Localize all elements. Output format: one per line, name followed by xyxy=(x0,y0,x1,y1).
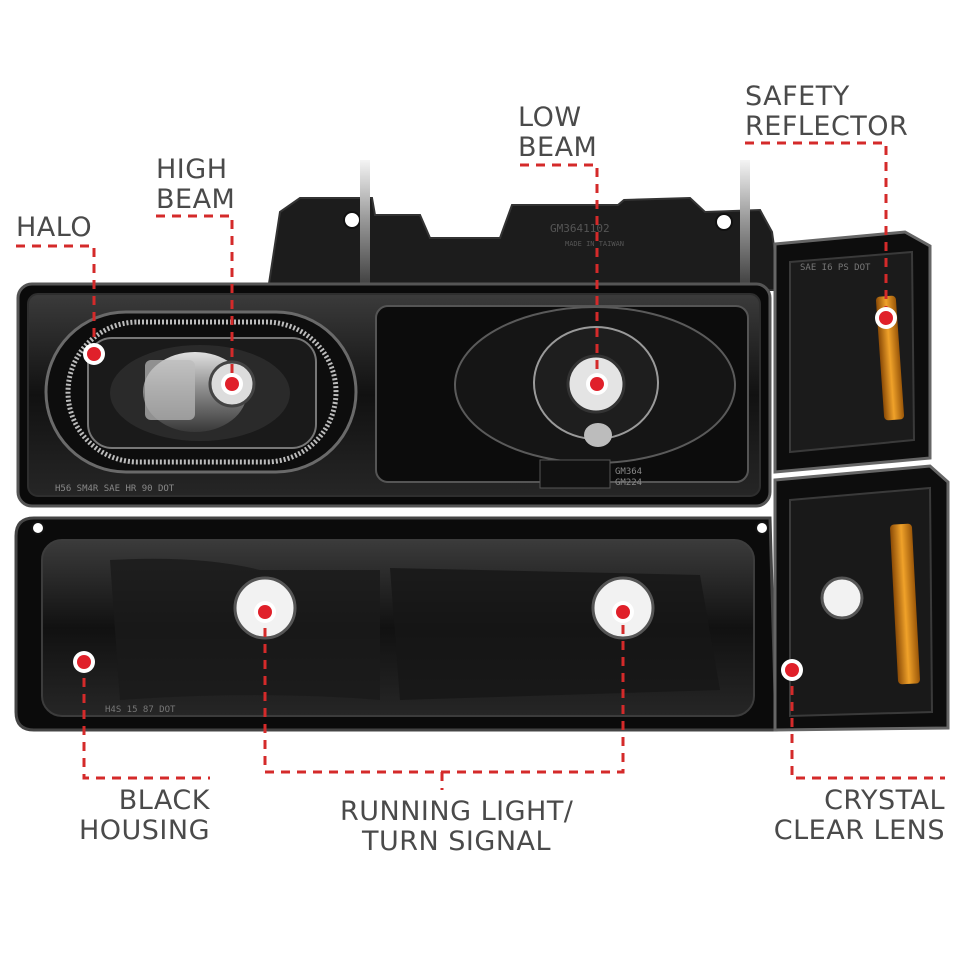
running-light-left-marker xyxy=(254,601,276,623)
corner-light-upper: SAE I6 PS DOT xyxy=(773,230,932,474)
headlamp-marking: H56 SM4R SAE HR 90 DOT xyxy=(55,484,175,494)
low-beam-badge-2: GM224 xyxy=(615,478,642,488)
corner-marking: SAE I6 PS DOT xyxy=(800,263,871,273)
low-beam-badge: GM364 xyxy=(615,467,642,477)
label-high-beam: HIGH BEAM xyxy=(156,154,236,215)
label-running-light: RUNNING LIGHT/ TURN SIGNAL xyxy=(340,796,574,857)
running-light-right-marker xyxy=(612,601,634,623)
high-beam-marker xyxy=(221,373,243,395)
safety-reflector-marker xyxy=(875,307,897,329)
rear-housing: GM3641102 MADE IN TAIWAN xyxy=(266,160,782,291)
low-beam-marker xyxy=(586,373,608,395)
crystal-lens-marker xyxy=(781,659,803,681)
label-low-beam: LOW BEAM xyxy=(518,102,598,163)
label-safety-reflector: SAFETY REFLECTOR xyxy=(745,81,909,142)
label-black-housing: BLACK HOUSING xyxy=(78,785,210,846)
black-housing-marker xyxy=(73,651,95,673)
callout-dots xyxy=(73,307,897,681)
bumper-marking: H4S 15 87 DOT xyxy=(105,705,176,715)
housing-sub-marking: MADE IN TAIWAN xyxy=(565,240,624,248)
label-halo: HALO xyxy=(16,212,93,243)
headlamp-assembly: GM364 GM224 H56 SM4R SAE HR 90 DOT xyxy=(16,282,772,508)
housing-marking: GM3641102 xyxy=(550,222,610,235)
callout-lines xyxy=(16,141,945,790)
halo-marker xyxy=(83,343,105,365)
corner-light-lower xyxy=(773,464,950,732)
running-light-assembly: H4S 15 87 DOT xyxy=(14,516,778,732)
label-crystal-clear-lens: CRYSTAL CLEAR LENS xyxy=(773,785,945,846)
